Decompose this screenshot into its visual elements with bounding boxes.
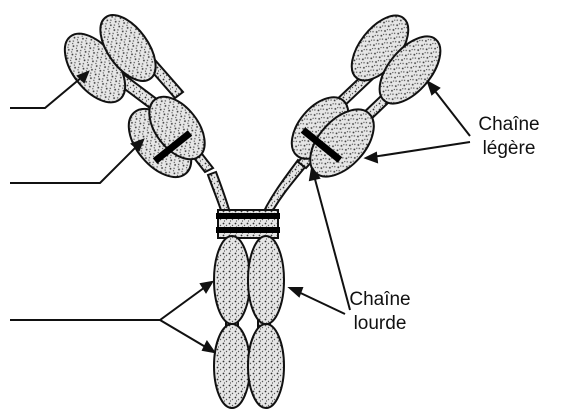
pointer-line-mid-left — [10, 140, 143, 183]
heavy-chain-label-line2: lourde — [340, 312, 420, 336]
heavy-chain-left-ch2 — [214, 236, 250, 324]
pointer-line-bottom-left — [10, 282, 212, 320]
heavy-chain-label: Chaîne lourde — [340, 288, 420, 336]
fab-arm-left — [53, 6, 216, 189]
light-chain-label: Chaîne légère — [469, 113, 549, 161]
heavy-chain-label-line1: Chaîne — [340, 288, 420, 312]
heavy-chain-right-ch3 — [248, 324, 284, 408]
heavy-chain-left-ch3 — [214, 324, 250, 408]
light-chain-label-line1: Chaîne — [469, 113, 549, 137]
light-chain-label-line2: légère — [469, 137, 549, 161]
fc-region — [214, 236, 284, 408]
heavy-chain-right-ch2 — [248, 236, 284, 324]
fab-arm-right — [281, 6, 452, 188]
hinge-region — [216, 210, 280, 238]
